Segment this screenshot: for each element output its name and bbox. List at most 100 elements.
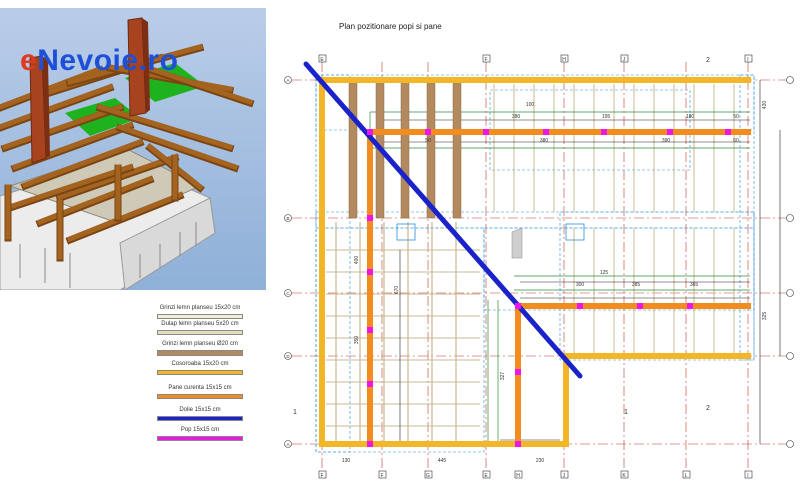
axis-marker-top [482, 54, 491, 63]
dimension-label: 195 [602, 114, 611, 120]
dimension-label: 60 [733, 138, 739, 144]
pop-post [687, 303, 693, 309]
legend-label: Cosoroaba 15x20 cm [171, 361, 229, 367]
axis-marker-bottom [482, 470, 491, 479]
axis-label-bottom: I [747, 473, 748, 479]
timber-beams [0, 43, 255, 262]
axis-label-bottom: L [685, 473, 688, 479]
pop-post [667, 129, 673, 135]
beam [1, 103, 124, 151]
axis-label-bottom: E [484, 473, 488, 479]
axis-label-bottom: G [426, 473, 430, 479]
dashed-outline [739, 74, 755, 361]
section-mark: 1 [293, 409, 297, 416]
pop-post [367, 327, 373, 333]
dolie-beam [303, 61, 583, 379]
pop-post [515, 369, 521, 375]
dashed-outline [559, 211, 755, 361]
dimension-label: 400 [354, 256, 360, 265]
axis-label-left: A [286, 442, 289, 447]
axis-label-top: F [484, 57, 487, 63]
axis-marker-bottom [620, 470, 629, 479]
pane-beams [367, 129, 751, 447]
axis-label-bottom: J [563, 473, 566, 479]
beam [66, 191, 184, 243]
round-beams [348, 81, 462, 219]
axis-marker-bottom [318, 470, 327, 479]
legend-item-cosoroaba: Cosoroaba 15x20 cm [125, 361, 275, 375]
axis-marker-left [284, 289, 292, 297]
dimension-label: 230 [536, 458, 545, 464]
axis-marker-top [318, 54, 327, 63]
axis-marker-right [786, 289, 794, 297]
pop-post [543, 129, 549, 135]
beam [126, 58, 254, 106]
beam [0, 83, 114, 130]
dimension-label: 350 [354, 336, 360, 345]
dimension-label: 50 [733, 114, 739, 120]
axis-label-bottom: F [380, 473, 383, 479]
legend-swatch [157, 314, 243, 319]
legend-label: Dulap lemn planseu 5x20 cm [161, 321, 239, 327]
pop-post [577, 303, 583, 309]
beam [21, 138, 144, 189]
axis-marker-right [786, 76, 794, 84]
roof-3d-render-svg [0, 8, 266, 290]
dimension-label: 125 [600, 270, 609, 276]
cosoroaba-beams [319, 77, 751, 447]
axis-marker-bottom [682, 470, 691, 479]
legend-swatch [157, 370, 243, 375]
pop-post [483, 129, 489, 135]
dimension-label: 50 [425, 138, 431, 144]
axis-marker-bottom [560, 470, 569, 479]
legend-item-dolie: Dolie 15x15 cm [125, 407, 275, 421]
pop-post [367, 129, 373, 135]
pop-post [515, 303, 521, 309]
chimney-right-side [142, 18, 150, 113]
axis-label-bottom: K [622, 473, 626, 479]
axis-marker-left [284, 214, 292, 222]
dolie-beam [303, 61, 583, 379]
legend-label: Grinzi lemn planseu 15x20 cm [159, 305, 241, 311]
legend-label: Dolie 15x15 cm [179, 407, 221, 413]
dimension-label: 327 [500, 372, 506, 381]
axis-marker-left [284, 440, 292, 448]
dimension-label: 380 [512, 114, 521, 120]
pop-post [367, 441, 373, 447]
axis-marker-top [620, 54, 629, 63]
legend-swatch [157, 436, 243, 441]
axis-label-bottom: F [320, 473, 323, 479]
pop-post [515, 441, 521, 447]
dimension-label: 325 [762, 312, 768, 321]
dimension-label: 130 [342, 458, 351, 464]
round-beam [400, 81, 410, 219]
axis-label-top: E [320, 57, 324, 63]
dimension-label: 445 [438, 458, 447, 464]
dashed-outline [315, 74, 351, 453]
legend-swatch [157, 394, 243, 399]
axis-marker-right [786, 352, 794, 360]
dimension-label: 365 [690, 282, 699, 288]
legend-item-grinzi-rotunde: Grinzi lemn planseu Ø20 cm [125, 341, 275, 356]
axis-label-left: C [286, 291, 290, 296]
beam [96, 103, 234, 151]
axis-marker-top [744, 54, 753, 63]
pop-posts [367, 129, 731, 447]
pop-post [601, 129, 607, 135]
legend-item-pane: Pane curenta 15x15 cm [125, 385, 275, 399]
section-mark: 2 [706, 405, 710, 412]
axis-marker-left [284, 76, 292, 84]
axis-label-left: D [286, 354, 290, 359]
stair-shape [511, 227, 523, 259]
wall-side [119, 197, 216, 290]
axis-marker-right [786, 214, 794, 222]
legend-swatch [157, 416, 243, 421]
pop-post [425, 129, 431, 135]
legend-item-dulap: Dulap lemn planseu 5x20 cm [125, 321, 275, 335]
pop-post [725, 129, 731, 135]
legend-swatch [157, 330, 243, 335]
beam [116, 123, 239, 171]
axis-marker-bottom [744, 470, 753, 479]
